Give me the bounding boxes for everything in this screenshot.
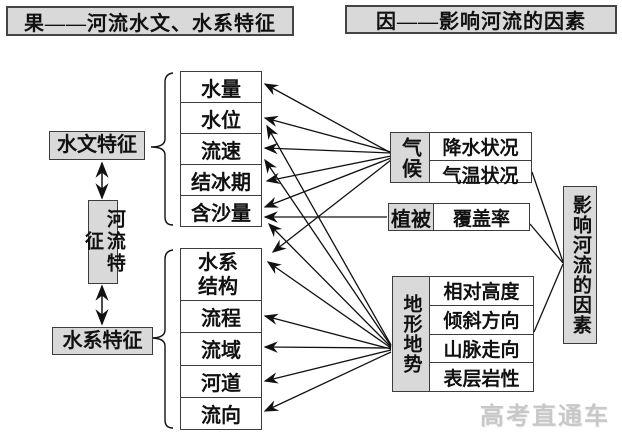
hydro-feature-flow-speed: 流速 xyxy=(181,133,261,164)
system-characteristics-box: 水系特征 xyxy=(52,327,153,355)
watermark: 高考直通车 xyxy=(480,404,610,430)
arrow-terrain-to-flow-speed xyxy=(264,158,392,347)
system-feature-structure: 水系结构 xyxy=(198,251,238,298)
hydro-feature-water-volume: 水量 xyxy=(201,78,241,101)
hydrology-characteristics-box: 水文特征 xyxy=(49,131,145,160)
header-result-label: 果——河流水文、水系特征 xyxy=(24,12,276,35)
climate-label: 气候 xyxy=(398,136,421,179)
climate-arrows xyxy=(263,83,392,253)
hydro-feature-freeze-period: 结冰期 xyxy=(181,164,261,195)
hydro-feature-sediment: 含沙量 xyxy=(181,195,261,226)
header-result: 果——河流水文、水系特征 xyxy=(6,6,294,36)
arrow-climate-to-water-level xyxy=(263,115,392,153)
climate-label-box: 气候 xyxy=(391,133,430,182)
terrain-group: 地形地势 相对高度 倾斜方向 山脉走向 表层岩性 xyxy=(392,276,534,392)
terrain-arrows xyxy=(263,124,392,412)
arrow-climate-to-flow-speed xyxy=(263,142,392,155)
arrow-terrain-to-sediment xyxy=(267,222,392,348)
arrow-terrain-to-direction xyxy=(263,351,392,412)
river-characteristics-box: 河流特征 xyxy=(82,200,125,284)
brace-system xyxy=(150,249,174,429)
vegetation-label: 植被 xyxy=(391,208,431,231)
terrain-item-slope-direction: 倾斜方向 xyxy=(430,304,533,334)
arrow-terrain-to-channel xyxy=(263,349,392,384)
arrow-climate-to-sediment xyxy=(263,157,392,208)
system-feature-channel: 河道 xyxy=(181,364,261,397)
climate-items: 降水状况 气温状况 xyxy=(430,133,531,187)
arrow-terrain-to-system-structure xyxy=(266,261,392,349)
result-factors-box: 影响河流的因素 xyxy=(563,186,597,344)
line-climate-to-result xyxy=(531,171,564,263)
terrain-item-surface-lithology: 表层岩性 xyxy=(430,362,533,391)
arrow-climate-to-freeze-period xyxy=(265,155,392,185)
line-terrain-to-result xyxy=(533,263,564,333)
system-feature-basin: 流域 xyxy=(181,332,261,364)
arrow-climate-to-water-volume xyxy=(263,83,392,154)
brace-hydrology xyxy=(150,72,174,226)
terrain-label-box: 地形地势 xyxy=(393,277,430,391)
system-feature-course: 流程 xyxy=(181,300,261,332)
result-links xyxy=(529,171,564,333)
header-cause: 因——影响河流的因素 xyxy=(345,5,617,34)
terrain-item-relative-height: 相对高度 xyxy=(443,282,520,304)
terrain-items: 相对高度 倾斜方向 山脉走向 表层岩性 xyxy=(430,277,533,391)
result-factors-label: 影响河流的因素 xyxy=(569,195,591,335)
arrow-terrain-to-course xyxy=(263,313,392,350)
hydro-feature-water-level: 水位 xyxy=(181,102,261,133)
climate-item-temperature: 气温状况 xyxy=(430,160,531,188)
arrow-terrain-to-water-level xyxy=(266,124,392,346)
hydrology-characteristics-label: 水文特征 xyxy=(57,134,137,156)
line-vegetation-to-result xyxy=(529,223,564,264)
system-feature-stack: 水系结构 流程 流域 河道 流向 xyxy=(180,248,262,430)
vegetation-item-coverage: 覆盖率 xyxy=(452,209,510,230)
hydro-feature-stack: 水量 水位 流速 结冰期 含沙量 xyxy=(180,71,262,227)
climate-item-precipitation: 降水状况 xyxy=(442,138,519,159)
vegetation-group: 植被 覆盖率 xyxy=(388,203,530,231)
system-feature-direction: 流向 xyxy=(181,396,261,429)
terrain-label: 地形地势 xyxy=(400,294,422,374)
climate-group: 气候 降水状况 气温状况 xyxy=(390,132,532,187)
river-characteristics-label: 河流特征 xyxy=(82,209,125,275)
system-characteristics-label: 水系特征 xyxy=(62,329,143,352)
arrow-climate-to-system-structure xyxy=(271,159,392,253)
header-cause-label: 因——影响河流的因素 xyxy=(376,11,586,33)
arrow-terrain-to-basin xyxy=(263,341,392,353)
vegetation-label-box: 植被 xyxy=(389,204,434,231)
terrain-item-mountain-trend: 山脉走向 xyxy=(430,333,533,363)
vegetation-items: 覆盖率 xyxy=(434,204,529,230)
